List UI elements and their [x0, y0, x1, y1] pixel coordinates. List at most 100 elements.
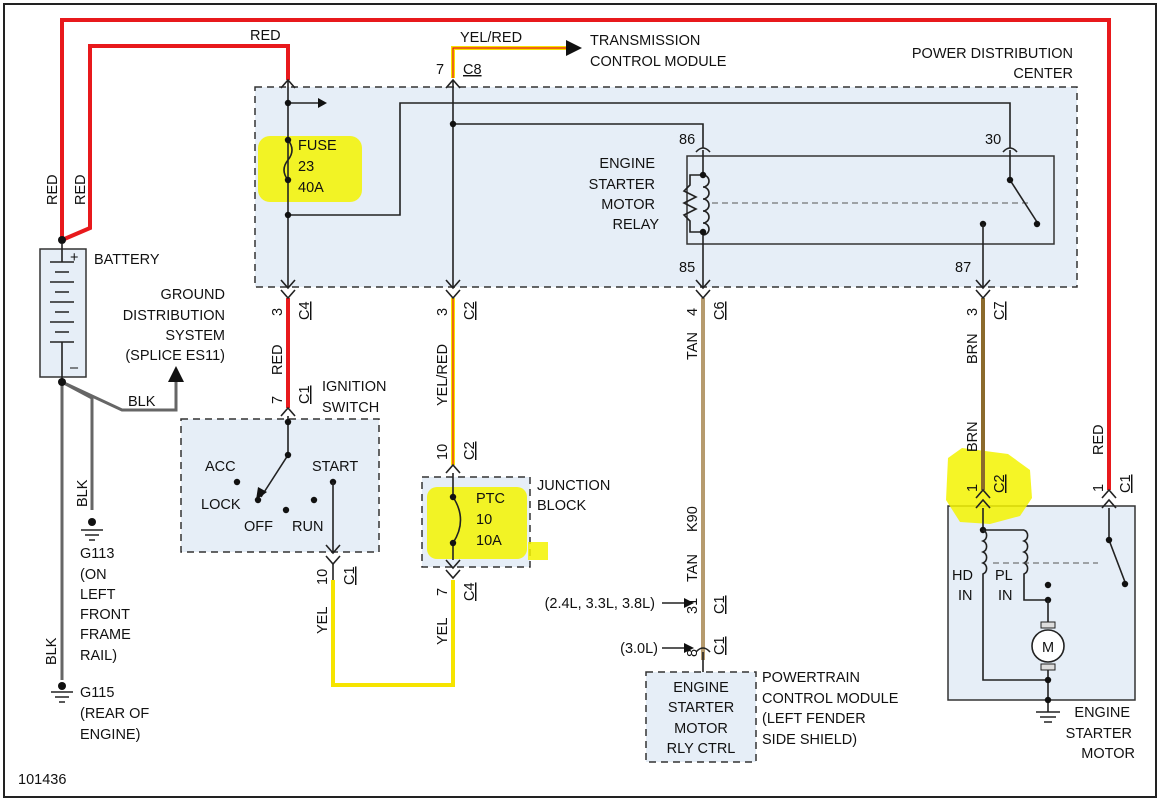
tcm-arrow	[566, 40, 582, 56]
wire-label-red-right: RED	[1091, 424, 1107, 455]
g113-line3: FRONT	[80, 607, 130, 623]
ignition-switch-box	[180, 418, 380, 553]
starter-relay-symbol	[682, 147, 1041, 288]
ign-c1-out-pin: 10	[315, 569, 331, 585]
ground-symbols	[51, 518, 103, 703]
c2-pin-3: 3	[435, 308, 451, 316]
c6-label: C6	[712, 301, 728, 320]
ground-system-line1: GROUND	[161, 287, 225, 303]
wire-label-tan-lower: TAN	[685, 554, 701, 582]
c4-label: C4	[297, 301, 313, 320]
pcm-box-line1: ENGINE	[673, 680, 729, 696]
starter-label-line2: STARTER	[1066, 726, 1132, 742]
wire-label-brn-upper: BRN	[965, 333, 981, 364]
starter-motor-box	[947, 505, 1136, 701]
ptc-label-line1: PTC	[476, 491, 505, 507]
junction-label-line2: BLOCK	[537, 498, 586, 514]
relay-pin-86: 86	[679, 132, 695, 148]
fuse-23-highlight	[258, 136, 362, 202]
ign-c1-out: C1	[342, 566, 358, 585]
sm-c1: C1	[1118, 474, 1134, 493]
ignition-run: RUN	[292, 519, 323, 535]
starter-hd: HD	[952, 568, 973, 584]
wire-label-blk-g113: BLK	[75, 479, 91, 507]
relay-pin-30: 30	[985, 132, 1001, 148]
pcm-pin-8: 8	[685, 649, 701, 657]
g113-line1: (ON	[80, 567, 107, 583]
pcm-label-line4: SIDE SHIELD)	[762, 732, 857, 748]
ptc-label-line2: 10	[476, 512, 492, 528]
ground-system-line2: DISTRIBUTION	[123, 308, 225, 324]
wire-label-red-left-2: RED	[73, 174, 89, 205]
ignition-start: START	[312, 459, 358, 475]
pdc-label-line2: CENTER	[1013, 66, 1073, 82]
battery-label: BATTERY	[94, 252, 160, 268]
starter-pl: PL	[995, 568, 1013, 584]
wire-label-red-left-1: RED	[45, 174, 61, 205]
sm-c1-pin: 1	[1091, 484, 1107, 492]
pcm-label-line3: (LEFT FENDER	[762, 711, 866, 727]
wire-label-yel-red-mid: YEL/RED	[435, 344, 451, 406]
battery-minus: –	[70, 360, 79, 376]
wire-label-yel-right: YEL	[435, 618, 451, 645]
c7-label: C7	[992, 301, 1008, 320]
yel-red-wire-to-tcm-stripe	[452, 47, 568, 78]
g115-line2: ENGINE)	[80, 727, 140, 743]
starter-label-line1: ENGINE	[1074, 705, 1130, 721]
jb-c4: C4	[462, 582, 478, 601]
wire-label-red-top: RED	[250, 28, 281, 44]
yel-wire-loop	[331, 580, 455, 687]
tcm-label-line1: TRANSMISSION	[590, 33, 700, 49]
g113-line5: RAIL)	[80, 648, 117, 664]
jb-c2-pin: 10	[435, 444, 451, 460]
ground-system-line4: (SPLICE ES11)	[125, 348, 225, 364]
sm-c2: C2	[992, 474, 1008, 493]
pcm-c1-a: C1	[712, 595, 728, 614]
c2-label: C2	[462, 301, 478, 320]
jb-c4-pin: 7	[435, 588, 451, 596]
pcm-box-line4: RLY CTRL	[667, 741, 736, 757]
pcm-label-line2: CONTROL MODULE	[762, 691, 899, 707]
tcm-label-line2: CONTROL MODULE	[590, 54, 727, 70]
wire-label-red-ign: RED	[270, 344, 286, 375]
red-wire-battery-to-fuse	[61, 44, 290, 242]
g115-label: G115	[80, 685, 114, 701]
g113-label: G113	[80, 546, 114, 562]
pcm-box-line3: MOTOR	[674, 721, 728, 737]
sm-c2-pin: 1	[965, 484, 981, 492]
battery-symbol	[50, 236, 74, 386]
ptc-label-line3: 10A	[476, 533, 502, 549]
c8-pin-label: 7	[436, 62, 444, 78]
engine-30l-label: (3.0L)	[620, 641, 658, 657]
pcm-box-line2: STARTER	[668, 700, 734, 716]
ign-c1: C1	[297, 385, 313, 404]
ignition-label-line1: IGNITION	[322, 379, 386, 395]
wire-label-brn-lower: BRN	[965, 421, 981, 452]
wire-label-yel-red-top: YEL/RED	[460, 30, 522, 46]
pdc-internal-wiring	[280, 78, 1011, 300]
wire-label-blk-ground: BLK	[128, 394, 156, 410]
power-distribution-center-box	[254, 86, 1078, 288]
ignition-off: OFF	[244, 519, 273, 535]
pcm-c1-b: C1	[712, 636, 728, 655]
ignition-acc: ACC	[205, 459, 236, 475]
junction-block-symbol	[445, 463, 462, 580]
ignition-lock: LOCK	[201, 497, 241, 513]
relay-label-line3: MOTOR	[601, 197, 655, 213]
relay-pin-87: 87	[955, 260, 971, 276]
pdc-label-line1: POWER DISTRIBUTION	[912, 46, 1073, 62]
relay-label-line2: STARTER	[589, 177, 655, 193]
ground-system-line3: SYSTEM	[165, 328, 225, 344]
wire-label-blk-g115: BLK	[44, 637, 60, 665]
g113-line2: LEFT	[80, 587, 116, 603]
relay-box	[686, 155, 1055, 245]
wire-label-yel-left: YEL	[315, 607, 331, 634]
battery-plus: +	[70, 250, 78, 266]
ptc-10-highlight-tab	[528, 542, 548, 560]
pcm-box	[645, 671, 757, 763]
c6-pin-4: 4	[685, 308, 701, 316]
ignition-switch-symbol	[233, 406, 341, 580]
starter-motor-m: M	[1042, 640, 1054, 656]
pcm-label-line1: POWERTRAIN	[762, 670, 860, 686]
